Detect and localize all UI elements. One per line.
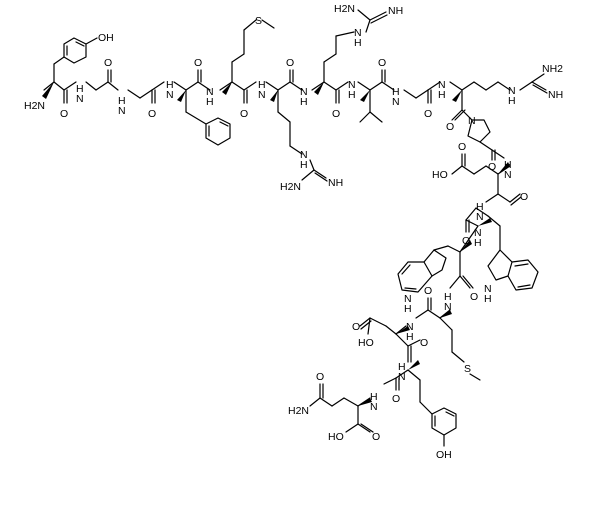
label-n-pro11: N [468, 115, 476, 127]
label-cooh-o: O [372, 431, 380, 443]
label-o-met15: O [424, 285, 432, 297]
label-asp16-o: O [352, 321, 360, 333]
label-guan7-nh2: H2N [334, 3, 355, 15]
label-o2: O [104, 57, 112, 69]
label-guan6-nh: NH [328, 177, 343, 189]
label-o9: O [424, 108, 432, 120]
label-gln18-o: O [316, 371, 324, 383]
label-o4: O [194, 57, 202, 69]
label-glu12-oh: HO [432, 169, 448, 181]
label-tyr17-oh: OH [436, 449, 452, 461]
label-asp16-oh: HO [358, 337, 374, 349]
label-guan10-nh2: NH2 [542, 63, 563, 75]
label-o6: O [286, 57, 294, 69]
label-o-glu12: O [520, 191, 528, 203]
stereo-wedges [42, 82, 510, 406]
label-o8: O [378, 57, 386, 69]
label-o-tyr17: O [392, 393, 400, 405]
label-s-met15: S [464, 363, 471, 375]
label-glu12-o: O [458, 141, 466, 153]
label-guan6-nh2: H2N [280, 181, 301, 193]
label-s-met5: S [255, 15, 262, 27]
label-o1: O [60, 108, 68, 120]
label-cooh-oh: HO [328, 431, 344, 443]
label-o-asp16: O [420, 337, 428, 349]
label-o10: O [446, 121, 454, 133]
label-o5: O [240, 108, 248, 120]
label-o-trp13: O [462, 235, 470, 247]
label-o-pro11: O [488, 161, 496, 173]
label-o3: O [148, 108, 156, 120]
bond-skeleton [43, 9, 548, 447]
label-guan7-nh: NH [388, 5, 403, 17]
label-o-trp14: O [470, 291, 478, 303]
label-guan10-nh: NH [548, 89, 563, 101]
label-o7: O [332, 108, 340, 120]
label-h2n: H2N [24, 100, 45, 112]
label-gln18-nh2: H2N [288, 405, 309, 417]
label-oh-tyr1: OH [98, 32, 114, 44]
